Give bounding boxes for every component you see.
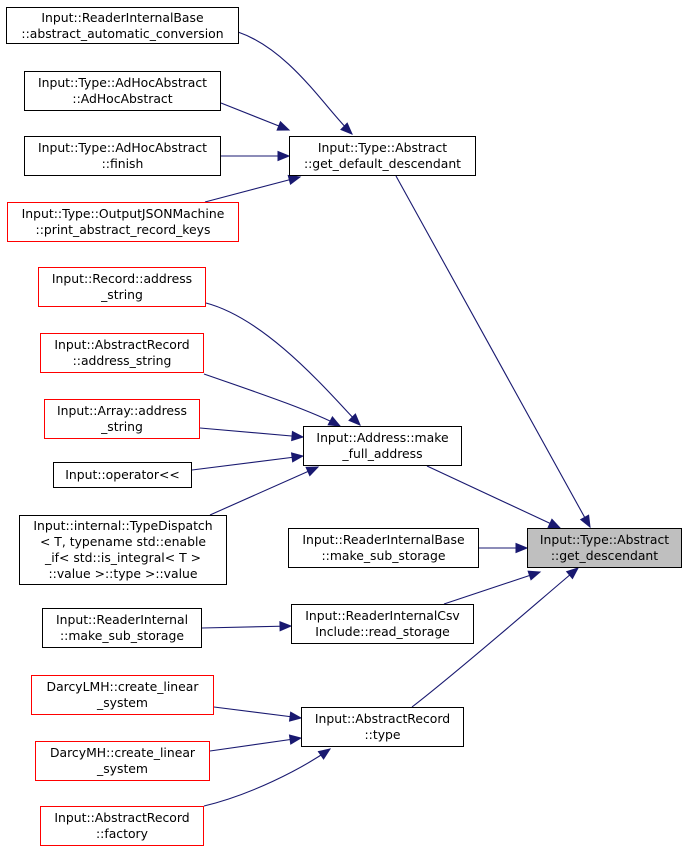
node-label-line: ::abstract_automatic_conversion (21, 25, 224, 41)
node-label-line: DarcyLMH::create_linear (46, 679, 199, 694)
function-node[interactable]: Input::Type::AdHocAbstract::AdHocAbstrac… (24, 71, 221, 111)
function-node[interactable]: Input::Record::address_string (38, 267, 206, 307)
node-label-line: _system (97, 761, 148, 776)
arrowhead-icon (515, 542, 529, 554)
node-label-line: ::print_abstract_record_keys (35, 222, 211, 237)
node-label-line: Input::Type::AdHocAbstract (37, 75, 208, 90)
arrowhead-icon (527, 570, 542, 581)
node-label-line: ::finish (101, 156, 144, 171)
node-label-line: Input::internal::TypeDispatch (33, 518, 213, 533)
node-label-line: Input::ReaderInternal (55, 612, 189, 627)
node-label-line: Input::Address::make (316, 430, 449, 445)
function-node[interactable]: Input::Type::AdHocAbstract::finish (24, 136, 221, 176)
function-node[interactable]: Input::ReaderInternal::make_sub_storage (42, 608, 202, 648)
arrowhead-icon (317, 748, 332, 760)
node-label-line: Input::Type::AdHocAbstract (37, 140, 208, 155)
node-label-line: DarcyMH::create_linear (49, 745, 196, 760)
arrowhead-icon (565, 567, 580, 580)
arrowhead-icon (305, 466, 320, 477)
function-node[interactable]: Input::Type::Abstract::get_default_desce… (289, 136, 476, 176)
call-edge-n9-to-mfa (209, 466, 319, 516)
function-node[interactable]: Input::ReaderInternalBase::abstract_auto… (6, 7, 239, 44)
node-label-line: _string (101, 287, 143, 302)
arrowhead-icon (277, 150, 291, 162)
arrowhead-icon (579, 514, 591, 529)
arrowhead-icon (340, 122, 353, 135)
call-edge-n4-to-gdd (204, 176, 301, 203)
function-node[interactable]: Input::AbstractRecord::address_string (40, 333, 204, 373)
call-edge-type-to-gd (411, 567, 579, 708)
node-label-line: _system (97, 695, 148, 710)
arrowhead-icon (287, 174, 302, 185)
node-label-line: ::type (364, 727, 401, 742)
node-label-line: ::address_string (72, 353, 172, 368)
node-label-line: Input::operator<< (65, 467, 180, 482)
arrowhead-icon (288, 734, 303, 745)
arrowhead-icon (348, 413, 361, 426)
arrowhead-icon (279, 621, 293, 632)
node-label-line: ::get_descendant (550, 548, 659, 563)
function-node[interactable]: Input::operator<< (53, 462, 192, 488)
node-label-line: Input::AbstractRecord (54, 810, 190, 825)
call-edge-n13-to-type (209, 737, 302, 752)
node-label-line: Input::ReaderInternalBase (302, 532, 465, 547)
node-label-line: < T, typename std::enable (39, 534, 207, 549)
current-function-node[interactable]: Input::Type::Abstract::get_descendant (527, 528, 682, 568)
arrowhead-icon (276, 120, 291, 131)
node-label-line: ::value >::type >::value (48, 566, 198, 581)
node-label-line: Input::Type::Abstract (539, 532, 670, 547)
node-label-line: Input::Array::address (57, 403, 187, 418)
node-label-line: _full_address (342, 446, 423, 461)
function-node[interactable]: Input::Type::OutputJSONMachine::print_ab… (7, 202, 239, 242)
node-label-line: ::factory (96, 826, 148, 841)
call-edge-n1-to-gdd (237, 31, 353, 135)
function-node[interactable]: DarcyLMH::create_linear_system (31, 675, 214, 715)
node-label-line: Input::Type::OutputJSONMachine (21, 206, 225, 221)
call-edge-n7-to-mfa (199, 427, 304, 438)
call-edge-rs-to-gd (443, 571, 541, 605)
call-edge-mfa-to-gd (426, 465, 561, 529)
call-edge-n5-to-mfa (205, 302, 361, 426)
call-edge-gdd-to-gd (395, 175, 591, 528)
node-label-line: Input::Record::address (51, 271, 193, 286)
call-edge-n14-to-type (203, 748, 331, 807)
arrowhead-icon (288, 711, 303, 722)
node-label-line: Include::read_storage (315, 624, 450, 639)
function-node[interactable]: DarcyMH::create_linear_system (35, 741, 210, 781)
node-label-line: Input::ReaderInternalBase (41, 9, 204, 25)
call-edge-n8-to-mfa (191, 455, 304, 471)
node-label-line: Input::Type::Abstract (317, 140, 448, 155)
node-label-line: _string (101, 419, 143, 434)
node-label-line: Input::ReaderInternalCsv (305, 608, 460, 623)
node-label-line: _if< std::is_integral< T > (45, 550, 201, 565)
call-edge-n2-to-gdd (220, 102, 290, 131)
node-label-line: Input::AbstractRecord (314, 711, 451, 726)
arrowhead-icon (291, 430, 305, 442)
arrowhead-icon (327, 415, 342, 427)
call-edge-n6-to-mfa (203, 373, 341, 427)
function-node[interactable]: Input::AbstractRecord::type (301, 707, 464, 747)
function-node[interactable]: Input::AbstractRecord::factory (40, 806, 204, 846)
call-edge-n12-to-type (213, 706, 302, 719)
call-edge-n11-to-rs (201, 625, 292, 629)
node-label-line: ::make_sub_storage (321, 548, 446, 563)
node-label-line: ::AdHocAbstract (72, 91, 173, 106)
function-node[interactable]: Input::internal::TypeDispatch< T, typena… (19, 515, 227, 585)
function-node[interactable]: Input::Address::make_full_address (303, 426, 462, 466)
node-label-line: ::get_default_descendant (303, 156, 462, 171)
arrowhead-icon (290, 452, 305, 463)
arrowhead-icon (547, 518, 562, 529)
node-label-line: ::make_sub_storage (59, 628, 184, 643)
node-label-line: Input::AbstractRecord (54, 337, 190, 352)
function-node[interactable]: Input::ReaderInternalBase::make_sub_stor… (288, 528, 479, 568)
function-node[interactable]: Input::Array::address_string (44, 399, 200, 439)
